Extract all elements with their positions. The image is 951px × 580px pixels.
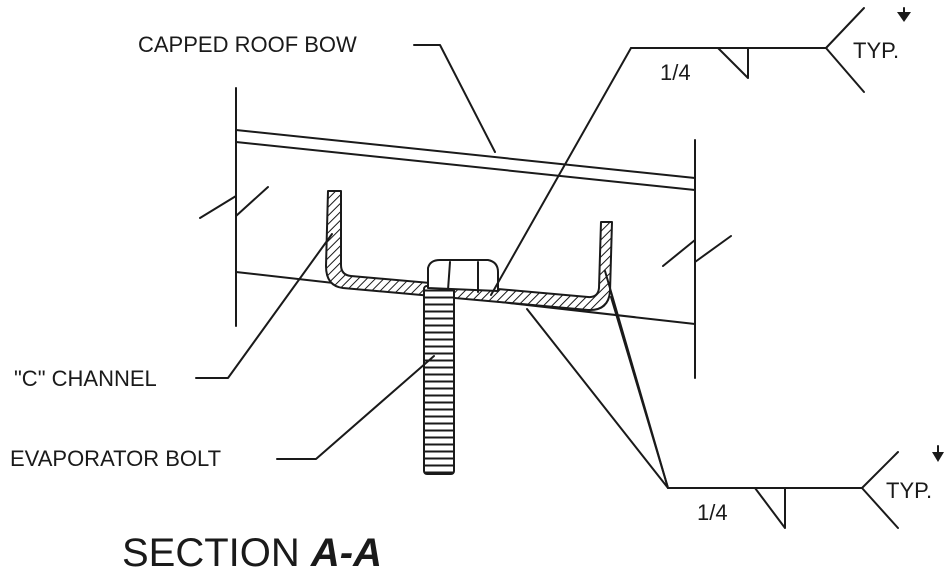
evaporator-bolt xyxy=(423,259,499,475)
section-title-prefix: SECTION xyxy=(122,531,300,575)
roof-bow-left-break-symbol xyxy=(199,186,269,219)
weld-top-note-label: TYP. xyxy=(853,38,899,63)
weld-symbol-top xyxy=(490,7,911,296)
roof-bow xyxy=(199,87,732,379)
bolt-nut-facet-left xyxy=(447,261,451,291)
roof-bow-right-break-symbol xyxy=(662,235,732,267)
capped-roof-bow-label: CAPPED ROOF BOW xyxy=(138,32,357,57)
weld-top-arrow-leader xyxy=(490,47,632,296)
evaporator-bolt-label: EVAPORATOR BOLT xyxy=(10,446,221,471)
roof-bow-cap-bottom-line xyxy=(235,141,696,191)
weld-bottom-field-flag-icon xyxy=(932,452,944,462)
weld-bottom-tail xyxy=(861,451,899,529)
weld-bottom-fillet-symbol xyxy=(754,487,786,529)
section-title-id: A-A xyxy=(310,531,382,575)
weld-top-size-label: 1/4 xyxy=(660,60,691,85)
weld-top-fillet-symbol xyxy=(717,47,749,79)
evaporator-bolt-leader xyxy=(276,355,435,460)
weld-symbol-bottom xyxy=(526,270,944,529)
c-channel-label: "C" CHANNEL xyxy=(14,366,157,391)
roof-bow-cap-top-line xyxy=(235,129,696,179)
weld-top-tail xyxy=(825,7,865,93)
weld-bottom-note-label: TYP. xyxy=(886,478,932,503)
weld-bottom-arrow-leader-3 xyxy=(610,296,669,489)
weld-bottom-arrow-leader-1 xyxy=(526,308,669,489)
bolt-nut xyxy=(427,259,499,292)
weld-top-field-flag-icon xyxy=(897,12,911,22)
c-channel xyxy=(325,190,613,312)
c-channel-leader xyxy=(195,233,333,379)
capped-roof-bow-leader xyxy=(413,44,496,153)
bolt-shank xyxy=(423,285,455,475)
section-title: SECTION A-A xyxy=(122,531,382,575)
weld-bottom-size-label: 1/4 xyxy=(697,500,728,525)
